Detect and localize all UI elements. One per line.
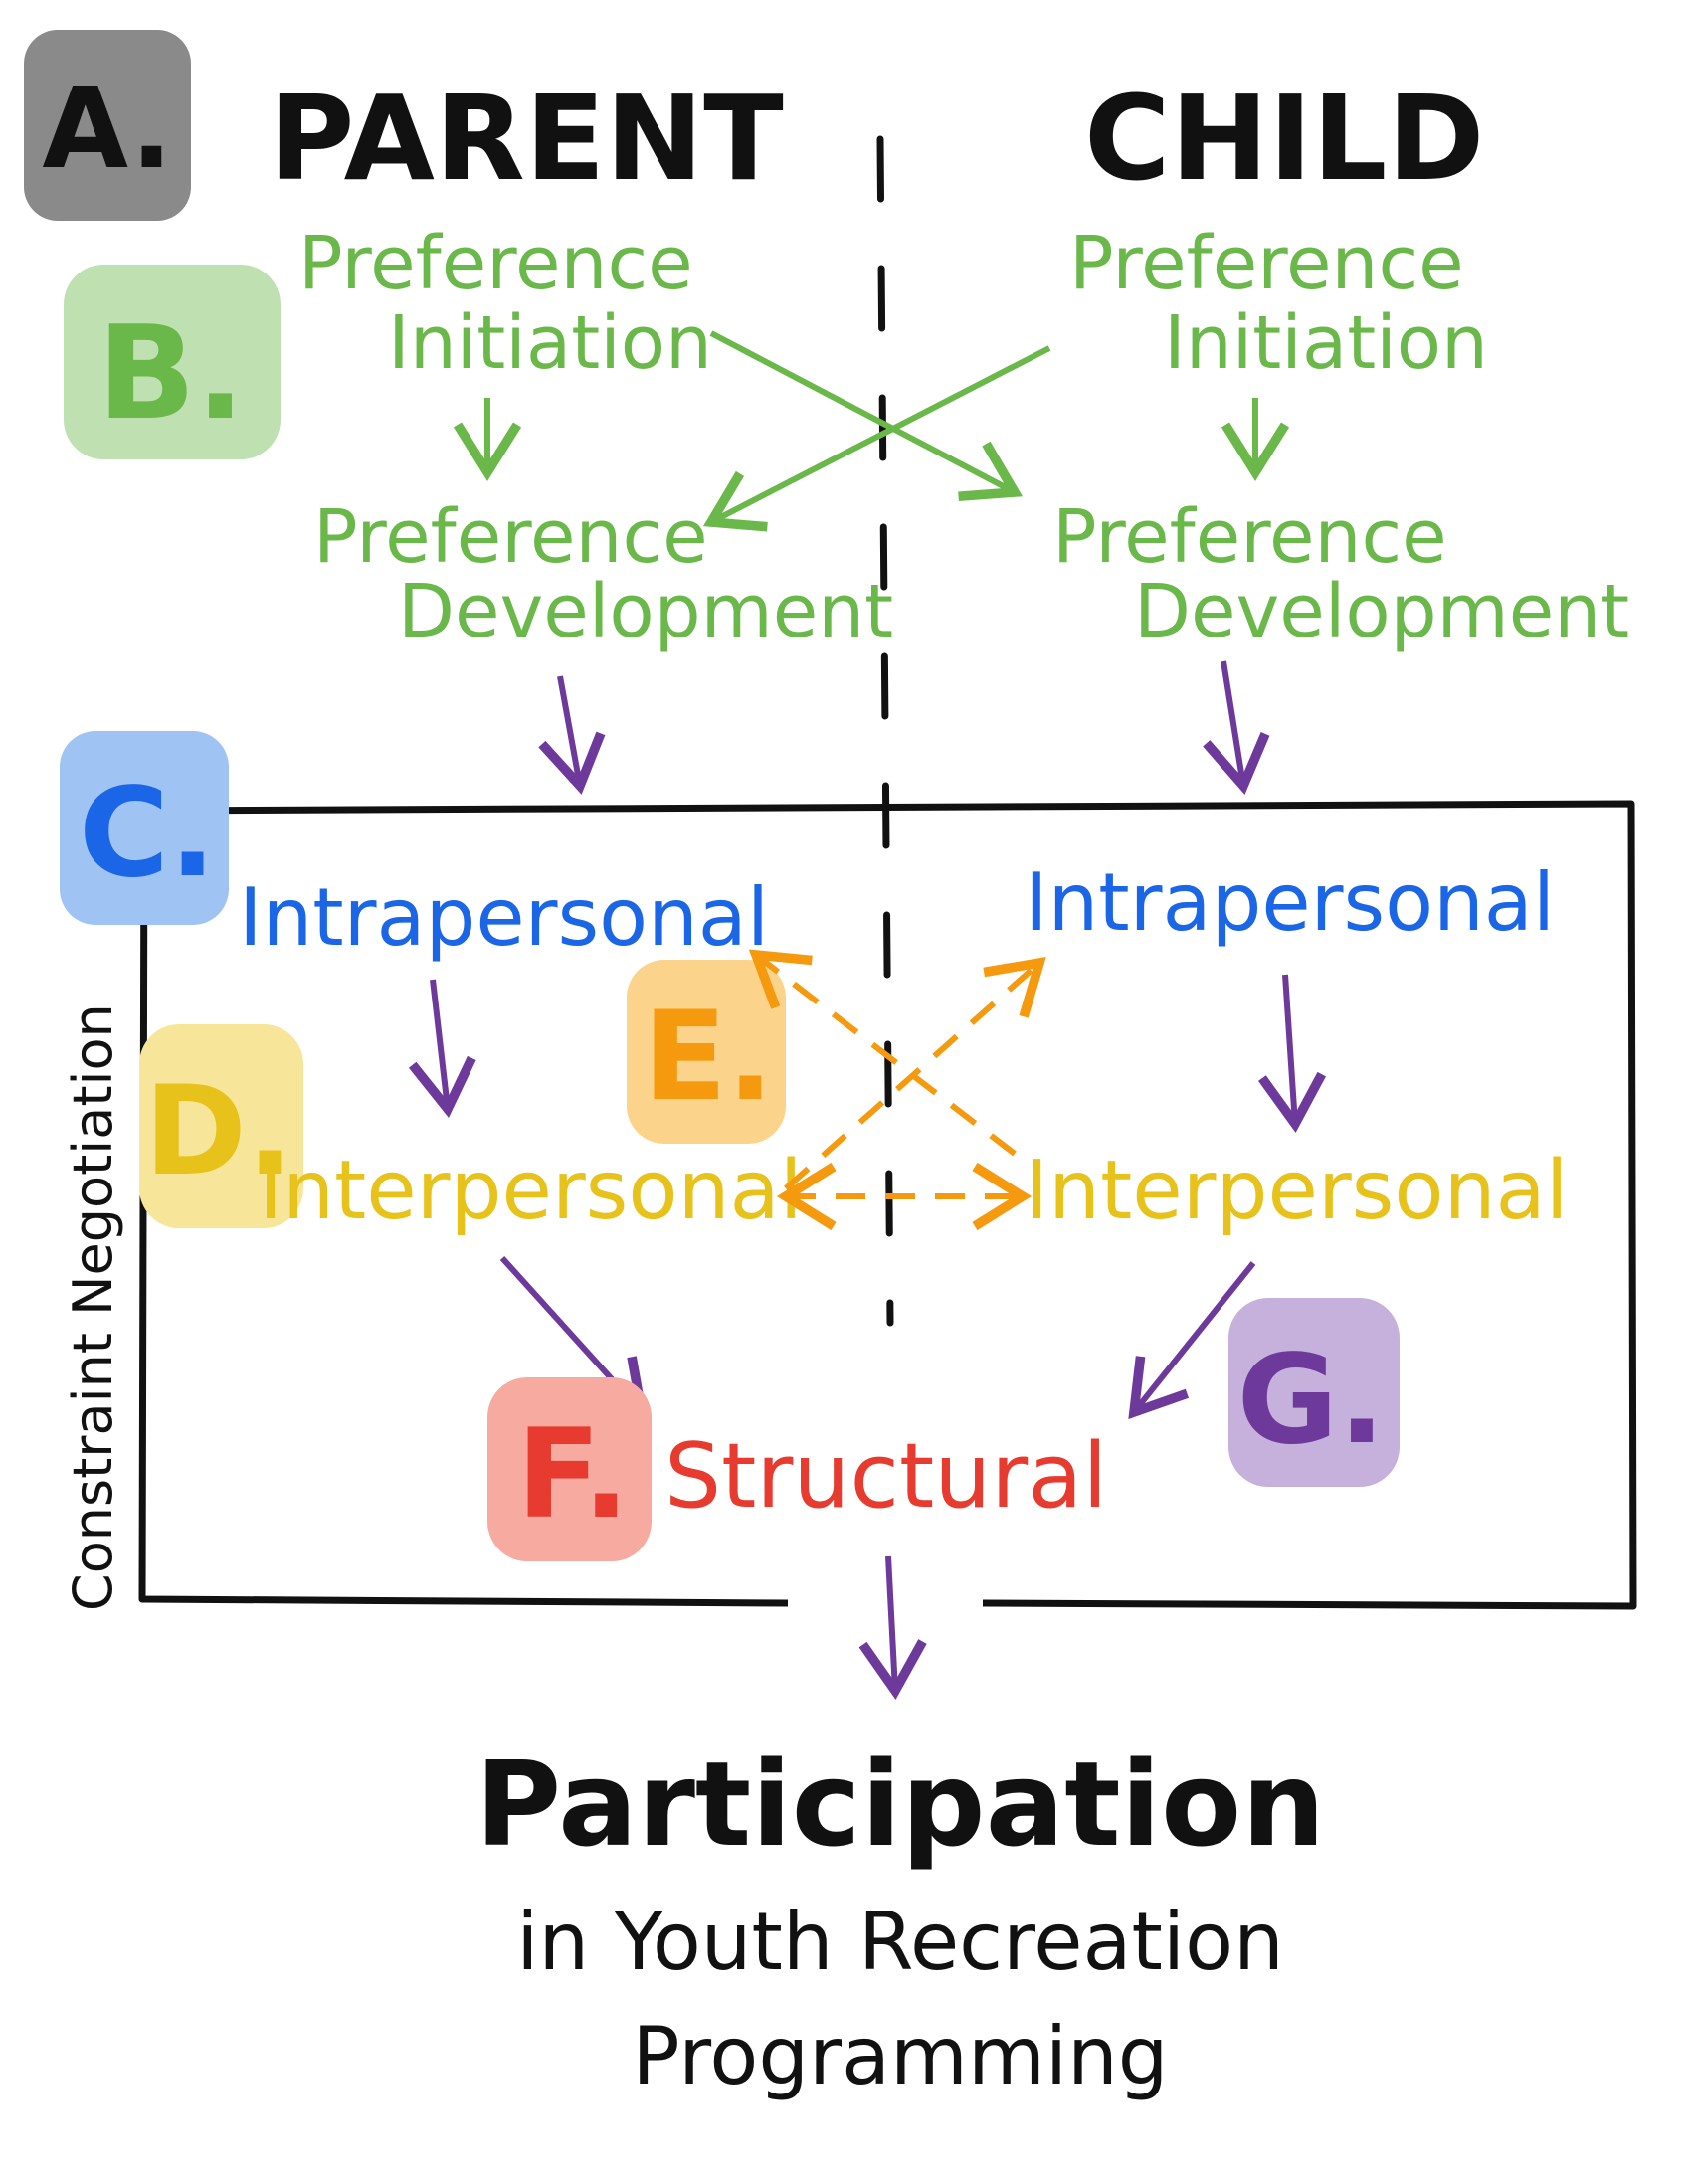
center-divider [876,135,894,1327]
parent-preference-development-line2: Development [398,569,893,654]
participation-title: Participation [475,1735,1325,1873]
arrow-child-dev-to-box [1203,660,1270,795]
constraint-negotiation-label: Constraint Negotiation [62,1003,124,1611]
child-interpersonal: Interpersonal [1025,1144,1569,1238]
badge-e: E. [627,960,786,1144]
arrow-structural-to-participation [858,1555,927,1701]
badge-d: D. [139,1024,303,1228]
badge-e-label: E. [643,986,774,1129]
arrow-child-inter-to-structural [1128,1261,1256,1420]
parent-interpersonal: Interpersonal [259,1144,803,1238]
badge-c-label: C. [79,762,216,905]
parent-preference-development-line1: Preference [313,494,708,580]
arrow-child-intra-to-inter [1257,974,1326,1134]
badge-d-label: D. [144,1060,293,1203]
parent-header: PARENT [269,70,784,207]
badge-f: F. [487,1377,652,1561]
parent-preference-initiation-line2: Initiation [388,300,712,386]
arrow-parent-intra-to-inter [408,979,476,1118]
arrow-parent-init-to-child-dev [709,330,1024,502]
child-preference-initiation-line1: Preference [1069,221,1464,306]
badge-a: A. [24,30,191,221]
child-header: CHILD [1084,70,1484,207]
parent-intrapersonal: Intrapersonal [239,871,769,964]
arrow-parent-inter-to-child-intra [784,956,1046,1191]
outcome-line3: Programming [632,2010,1168,2102]
badge-a-label: A. [42,65,172,194]
outcome-line2: in Youth Recreation [516,1896,1284,1988]
arrow-child-inter-to-parent-intra [748,949,1017,1157]
badge-f-label: F. [516,1403,630,1547]
child-intrapersonal: Intrapersonal [1025,856,1555,949]
badge-g: G. [1228,1298,1400,1487]
badge-b: B. [64,265,281,459]
arrow-parent-dev-to-box [538,675,606,795]
badge-b-label: B. [97,297,245,449]
arrow-child-init-to-parent-dev [702,345,1051,532]
badge-c: C. [60,731,229,925]
badge-g-label: G. [1237,1329,1386,1472]
structural-label: Structural [664,1424,1107,1529]
child-preference-development-line1: Preference [1052,494,1447,580]
child-preference-initiation-line2: Initiation [1164,300,1488,386]
parent-preference-initiation-line1: Preference [298,221,693,306]
child-preference-development-line2: Development [1134,569,1629,654]
